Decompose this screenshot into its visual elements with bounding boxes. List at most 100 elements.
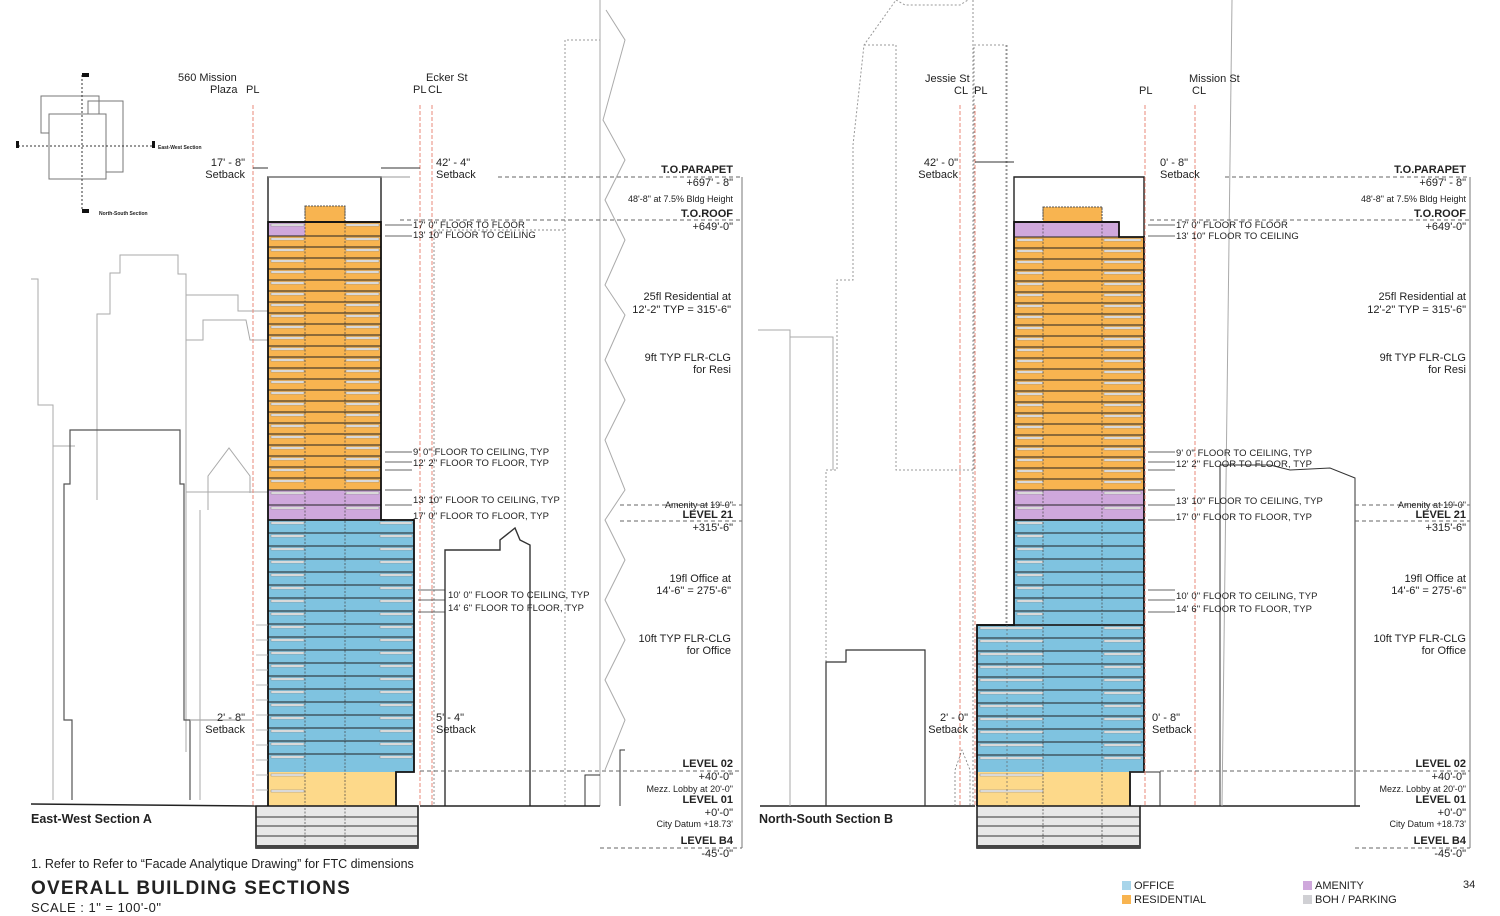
- section-b-levelb4-elev: -45'-0": [1434, 848, 1466, 860]
- legend-amenity-label: AMENITY: [1315, 880, 1364, 892]
- section-a-right-ref-line1: Ecker St: [426, 72, 468, 84]
- legend-office-swatch: [1122, 881, 1131, 890]
- section-b-setback-top-left-label: Setback: [918, 169, 958, 181]
- section-b-off-note1: 19fl Office at: [1404, 573, 1466, 585]
- ground-line-a: [30, 803, 259, 807]
- section-a-left-ref-line2: Plaza: [210, 84, 238, 96]
- section-a-right-pl: PL: [413, 84, 427, 96]
- section-b-off-note2: 14'-6" = 275'-6": [1391, 585, 1466, 597]
- section-a-level-lines: [400, 176, 742, 849]
- section-b-left-ref-line1: Jessie St: [925, 73, 970, 85]
- section-a-right-context: [444, 0, 626, 806]
- section-b-res-note2: 12'-2" TYP = 315'-6": [1367, 304, 1466, 316]
- section-a-dim-am-ff: 17' 0" FLOOR TO FLOOR, TYP: [413, 511, 550, 522]
- legend-boh-parking: BOH / PARKING: [1303, 893, 1397, 907]
- section-b-setback-top-right-value: 0' - 8": [1160, 157, 1189, 169]
- section-a-off-clg1: 10ft TYP FLR-CLG: [638, 633, 731, 645]
- scale-label: SCALE : 1" = 100'-0": [31, 900, 162, 915]
- section-b-levelb4-name: LEVEL B4: [1413, 835, 1466, 847]
- section-b-setback-top-right-label: Setback: [1160, 169, 1200, 181]
- legend-office: OFFICE: [1122, 879, 1174, 893]
- key-plan-east-west-label: East-West Section: [158, 145, 202, 151]
- section-b-dim-off-ff: 14' 6" FLOOR TO FLOOR, TYP: [1176, 604, 1313, 615]
- section-a-dim-off-ff: 14' 6" FLOOR TO FLOOR, TYP: [448, 603, 585, 614]
- legend-residential: RESIDENTIAL: [1122, 893, 1206, 907]
- section-b-tower: [976, 176, 1161, 849]
- section-b-right-ref-line1: Mission St: [1189, 73, 1240, 85]
- section-b-level02-name: LEVEL 02: [1415, 758, 1466, 770]
- section-a-title: East-West Section A: [31, 812, 152, 826]
- section-a-setback-bottom-right-label: Setback: [436, 724, 476, 736]
- section-a-parapet-name: T.O.PARAPET: [661, 164, 733, 176]
- section-a-levelb4-name: LEVEL B4: [680, 835, 733, 847]
- section-b-left-pl: PL: [974, 85, 988, 97]
- section-b-level02-elev: +40'-0": [1431, 771, 1466, 783]
- section-a-datum-note: City Datum +18.73': [656, 819, 733, 829]
- section-a-off-note1: 19fl Office at: [669, 573, 731, 585]
- section-b-parapet-note: 48'-8" at 7.5% Bldg Height: [1361, 194, 1466, 204]
- section-b-setback-top-left-value: 42' - 0": [923, 157, 958, 169]
- section-a-parapet-note: 48'-8" at 7.5% Bldg Height: [628, 194, 733, 204]
- section-b-title: North-South Section B: [759, 812, 894, 826]
- section-b-dim-am-ff: 17' 0" FLOOR TO FLOOR, TYP: [1176, 512, 1313, 523]
- section-b-roof-name: T.O.ROOF: [1414, 208, 1466, 220]
- legend-residential-swatch: [1122, 895, 1131, 904]
- section-b-context-buildings: [758, 0, 1356, 807]
- section-a-left-pl: PL: [246, 84, 260, 96]
- section-a-tower: [255, 176, 419, 849]
- section-a-res-clg1: 9ft TYP FLR-CLG: [644, 352, 731, 364]
- section-a-property-lines: [252, 105, 433, 806]
- section-b-off-clg1: 10ft TYP FLR-CLG: [1373, 633, 1466, 645]
- key-plan-north-south-label: North-South Section: [99, 211, 148, 217]
- section-a-res-clg2: for Resi: [693, 364, 731, 376]
- section-a-setback-top-left-value: 17' - 8": [210, 157, 245, 169]
- section-b-dim-res-fc: 9' 0" FLOOR TO CEILING, TYP: [1176, 448, 1313, 459]
- section-b-setback-bottom-right-label: Setback: [1152, 724, 1192, 736]
- section-a-dim-res-ff: 12' 2" FLOOR TO FLOOR, TYP: [413, 458, 550, 469]
- section-b-left-cl: CL: [954, 85, 969, 97]
- section-a-setback-top-right-value: 42' - 4": [436, 157, 471, 169]
- section-b-level01-name: LEVEL 01: [1415, 794, 1466, 806]
- section-a-neighbor-tower: [63, 429, 252, 800]
- section-a-level21-name: LEVEL 21: [682, 509, 733, 521]
- section-a-levelb4-elev: -45'-0": [701, 848, 733, 860]
- section-a-level01-name: LEVEL 01: [682, 794, 733, 806]
- legend-office-label: OFFICE: [1134, 880, 1175, 892]
- section-a-dim-am-fc: 13' 10" FLOOR TO CEILING, TYP: [413, 495, 560, 506]
- legend-residential-label: RESIDENTIAL: [1134, 894, 1207, 906]
- section-b-setback-bottom-left-value: 2' - 0": [939, 712, 968, 724]
- section-a-dim-top-ff: 17' 0" FLOOR TO FLOOR: [413, 220, 525, 231]
- legend-amenity-swatch: [1303, 881, 1312, 890]
- section-b-level01-elev: +0'-0": [1437, 807, 1466, 819]
- section-a-dim-top-fc: 13' 10" FLOOR TO CEILING: [413, 230, 536, 241]
- section-a-setback-top-left-label: Setback: [205, 169, 245, 181]
- section-b-level-lines: [1150, 176, 1470, 849]
- section-b-res-note1: 25fl Residential at: [1378, 291, 1466, 303]
- legend-boh-parking-label: BOH / PARKING: [1315, 894, 1397, 906]
- legend-boh-parking-swatch: [1303, 895, 1312, 904]
- section-a-mezz-note: Mezz. Lobby at 20'-0": [646, 784, 733, 794]
- section-b-right-cl: CL: [1192, 85, 1207, 97]
- section-a-setback-bottom-left-label: Setback: [205, 724, 245, 736]
- section-a-roof-name: T.O.ROOF: [681, 208, 733, 220]
- section-b-parapet-elev: +697' - 8": [1419, 177, 1466, 189]
- section-b-amenity-note: Amenity at 19'-0": [1398, 500, 1466, 510]
- section-a-roof-elev: +649'-0": [692, 221, 733, 233]
- section-a-left-ref-line1: 560 Mission: [178, 72, 237, 84]
- section-b-property-lines: [959, 105, 1196, 806]
- section-a-context-buildings: [31, 254, 268, 800]
- section-b-setback-bottom-left-label: Setback: [928, 724, 968, 736]
- section-a-res-note2: 12'-2" TYP = 315'-6": [632, 304, 731, 316]
- section-b-level21-elev: +315'-6": [1425, 522, 1466, 534]
- section-b-dim-am-fc: 13' 10" FLOOR TO CEILING, TYP: [1176, 496, 1323, 507]
- section-a-level02-elev: +40'-0": [698, 771, 733, 783]
- section-a-dim-off-fc: 10' 0" FLOOR TO CEILING, TYP: [448, 590, 590, 601]
- page-title: OVERALL BUILDING SECTIONS: [31, 878, 351, 899]
- section-b-res-clg1: 9ft TYP FLR-CLG: [1379, 352, 1466, 364]
- section-b-off-clg2: for Office: [1421, 645, 1466, 657]
- section-a-off-clg2: for Office: [686, 645, 731, 657]
- section-b-mezz-note: Mezz. Lobby at 20'-0": [1379, 784, 1466, 794]
- section-a-level01-elev: +0'-0": [704, 807, 733, 819]
- section-a-setback-top-right-label: Setback: [436, 169, 476, 181]
